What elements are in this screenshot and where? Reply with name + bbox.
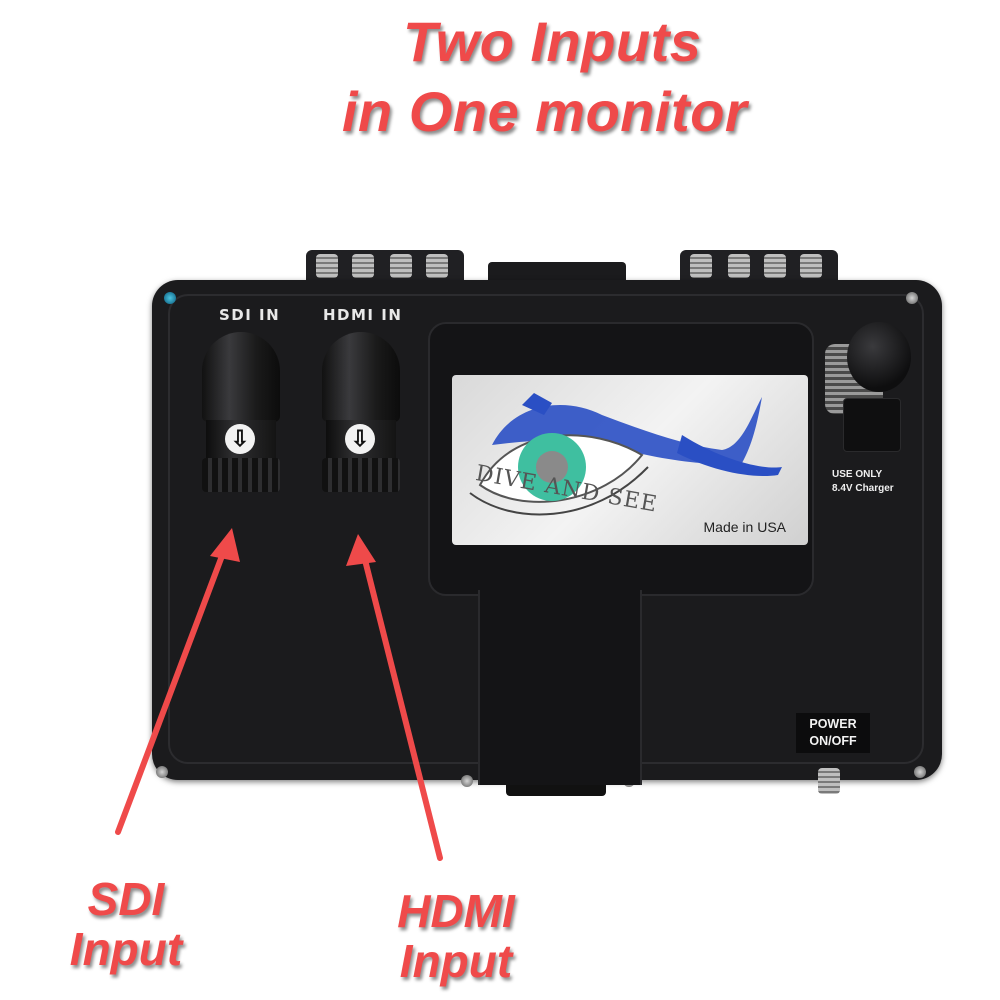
hdmi-callout-line-1: HDMI — [397, 885, 515, 937]
raised-panel-stem — [478, 590, 642, 785]
made-in-label: Made in USA — [703, 519, 786, 535]
sdi-callout-line-2: Input — [69, 923, 183, 975]
arrow-down-circle-icon: ⇩ — [345, 424, 375, 454]
sdi-in-label: SDI IN — [219, 306, 281, 324]
hdmi-connector-cap — [322, 332, 400, 422]
hdmi-connector[interactable]: ⇩ — [322, 332, 400, 492]
bottom-screw — [818, 768, 840, 794]
top-left-screw-3 — [390, 254, 412, 278]
top-right-screw-3 — [764, 254, 786, 278]
charger-note-line-1: USE ONLY — [832, 469, 883, 480]
logo-plate: DIVE AND SEE Made in USA — [452, 375, 808, 545]
power-button-label[interactable]: POWER ON/OFF — [796, 713, 870, 753]
top-left-screw-2 — [352, 254, 374, 278]
headline-line-2: in One monitor — [342, 80, 748, 143]
charger-slot — [843, 398, 901, 452]
sdi-callout-line-1: SDI — [87, 873, 165, 925]
charger-port-cap — [847, 322, 911, 392]
diver-eye-logo — [469, 393, 782, 516]
hdmi-callout: HDMI Input — [366, 886, 546, 986]
top-left-screw-1 — [316, 254, 338, 278]
charger-note-line-2: 8.4V Charger — [832, 483, 894, 494]
sdi-connector-ring — [202, 458, 280, 492]
top-right-screw-1 — [690, 254, 712, 278]
power-label-line-1: POWER — [809, 717, 857, 731]
hdmi-in-label: HDMI IN — [323, 306, 403, 324]
charger-note: USE ONLY 8.4V Charger — [832, 468, 894, 496]
corner-screw-bottom-mid-left — [461, 775, 473, 787]
arrow-down-circle-icon: ⇩ — [225, 424, 255, 454]
headline-line-1: Two Inputs — [403, 10, 702, 73]
hdmi-connector-ring — [322, 458, 400, 492]
corner-screw-top-left — [164, 292, 176, 304]
sdi-callout: SDI Input — [46, 874, 206, 974]
corner-screw-top-right — [906, 292, 918, 304]
hdmi-callout-line-2: Input — [399, 935, 513, 987]
top-right-screw-4 — [800, 254, 822, 278]
power-label-line-2: ON/OFF — [809, 734, 857, 748]
top-right-screw-2 — [728, 254, 750, 278]
top-left-screw-4 — [426, 254, 448, 278]
corner-screw-bottom-left — [156, 766, 168, 778]
sdi-connector[interactable]: ⇩ — [202, 332, 280, 492]
sdi-connector-cap — [202, 332, 280, 422]
corner-screw-bottom-right — [914, 766, 926, 778]
